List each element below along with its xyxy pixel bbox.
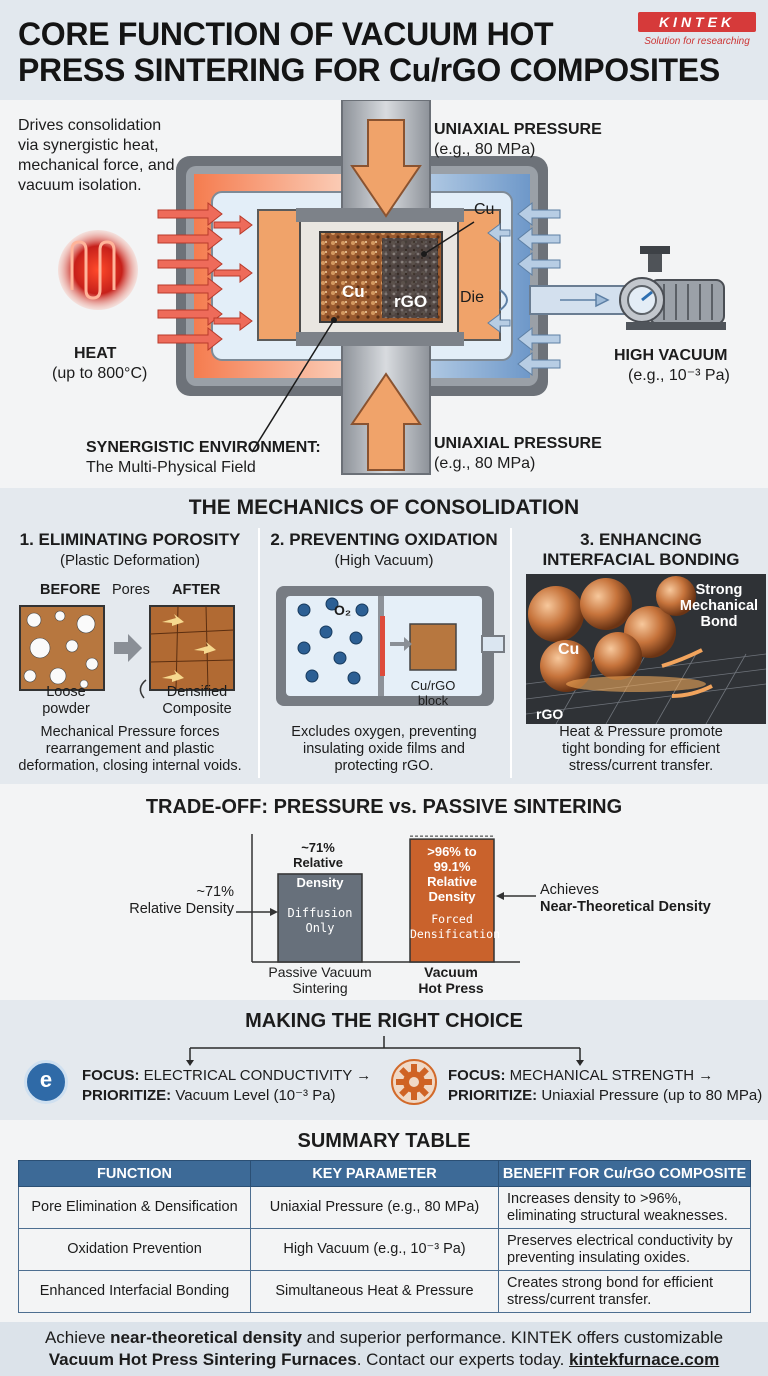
table-row: Oxidation Prevention High Vacuum (e.g., … <box>18 1228 751 1271</box>
sample-cu-label: Cu <box>342 282 365 301</box>
porosity-illustration <box>19 605 235 699</box>
oxidation-illustration <box>276 586 505 706</box>
porosity-description: Mechanical Pressure forces rearrangement… <box>18 724 242 774</box>
press-illustration <box>58 100 726 475</box>
column-header: BENEFIT FOR Cu/rGO COMPOSITE <box>498 1160 751 1187</box>
logo-tagline: Solution for researching <box>644 36 750 47</box>
left-note-arrowhead <box>270 908 278 916</box>
vacuum-pump-icon <box>619 246 726 330</box>
page-title: CORE FUNCTION OF VACUUM HOT PRESS SINTER… <box>18 16 720 88</box>
oxidation-panel: 2. PREVENTING OXIDATION (High Vacuum) O₂… <box>262 528 506 778</box>
tradeoff-title: TRADE-OFF: PRESSURE vs. PASSIVE SINTERIN… <box>145 796 623 818</box>
intro-text: Drives consolidation via synergistic hea… <box>18 117 175 194</box>
density-bar-chart <box>236 834 536 963</box>
sample-rgo-label: rGO <box>394 292 428 311</box>
right-note-arrowhead <box>496 892 504 900</box>
choice-section: MAKING THE RIGHT CHOICE e FOCUS: ELECTRI… <box>0 1000 768 1120</box>
bond-caption: Strong Mechanical Bond <box>679 582 759 630</box>
bar1-inside-label: Density Diffusion Only <box>287 875 353 935</box>
electrical-focus: FOCUS: ELECTRICAL CONDUCTIVITY → <box>82 1067 372 1084</box>
footer-cta: Achieve near-theoretical density and sup… <box>0 1322 768 1376</box>
right-density-note: Achieves Near-Theoretical Density <box>540 882 711 915</box>
table-cell: Pore Elimination & Densification <box>18 1186 251 1229</box>
left-density-note: ~71% Relative Density <box>129 884 234 917</box>
table-row: Pore Elimination & Densification Uniaxia… <box>18 1186 751 1229</box>
table-row: Enhanced Interfacial Bonding Simultaneou… <box>18 1270 751 1313</box>
bond-cu-label: Cu <box>558 641 580 658</box>
porosity-subtitle: (Plastic Deformation) <box>59 552 201 569</box>
table-cell: High Vacuum (e.g., 10⁻³ Pa) <box>250 1228 499 1271</box>
title-line-2: PRESS SINTERING FOR Cu/rGO COMPOSITES <box>18 52 720 88</box>
table-cell: Preserves electrical conductivity by pre… <box>498 1228 751 1271</box>
panel-divider <box>510 528 512 778</box>
table-header-row: FUNCTION KEY PARAMETER BENEFIT FOR Cu/rG… <box>18 1160 751 1187</box>
oxidation-subtitle: (High Vacuum) <box>334 552 434 569</box>
table-cell: Oxidation Prevention <box>18 1228 251 1271</box>
before-label: BEFORE <box>40 582 101 598</box>
summary-title: SUMMARY TABLE <box>297 1130 471 1152</box>
bonding-title: 3. ENHANCING INTERFACIAL BONDING <box>542 530 740 569</box>
pores-label: Pores <box>112 582 150 598</box>
choice-title: MAKING THE RIGHT CHOICE <box>245 1010 523 1032</box>
table-cell: Simultaneous Heat & Pressure <box>250 1270 499 1313</box>
bonding-description: Heat & Pressure promote tight bonding fo… <box>559 724 723 774</box>
die-label: Die <box>460 289 485 306</box>
choice-branch-lines <box>186 1036 584 1066</box>
environment-value: The Multi-Physical Field <box>86 459 256 476</box>
bar-1 <box>277 873 363 963</box>
environment-label: SYNERGISTIC ENVIRONMENT: <box>86 439 321 456</box>
bar1-category: Passive Vacuum Sintering <box>268 964 372 996</box>
bar-2 <box>409 838 495 963</box>
column-header: FUNCTION <box>18 1160 251 1187</box>
o2-label: O₂ <box>334 602 352 618</box>
bottom-pressure-value: (e.g., 80 MPa) <box>434 455 536 472</box>
table-cell: Creates strong bond for efficient stress… <box>498 1270 751 1313</box>
table-cell: Enhanced Interfacial Bonding <box>18 1270 251 1313</box>
cu-callout: Cu <box>474 201 495 218</box>
heat-label: HEAT <box>74 345 117 362</box>
bond-rgo-label: rGO <box>536 706 564 722</box>
footer-line-1: Achieve near-theoretical density and sup… <box>44 1328 724 1347</box>
footer-line-2: Vacuum Hot Press Sintering Furnaces. Con… <box>48 1350 720 1369</box>
loose-powder-caption: Loose powder <box>42 684 90 717</box>
electrical-icon: e <box>24 1060 68 1104</box>
heat-value: (up to 800°C) <box>52 365 148 382</box>
mechanical-focus: FOCUS: MECHANICAL STRENGTH → <box>448 1067 714 1084</box>
porosity-title: 1. ELIMINATING POROSITY <box>19 530 241 549</box>
electrical-priority: PRIORITIZE: Vacuum Level (10⁻³ Pa) <box>82 1087 336 1104</box>
top-pressure-label: UNIAXIAL PRESSURE <box>434 121 602 138</box>
bonding-panel: 3. ENHANCING INTERFACIAL BONDING <box>514 528 768 778</box>
bar1-top-label: ~71% Relative <box>293 840 343 870</box>
website-link[interactable]: kintekfurnace.com <box>569 1350 720 1369</box>
summary-table: FUNCTION KEY PARAMETER BENEFIT FOR Cu/rG… <box>18 1160 751 1313</box>
column-header: KEY PARAMETER <box>250 1160 499 1187</box>
table-cell: Increases density to >96%, eliminating s… <box>498 1186 751 1229</box>
heater-icon <box>58 230 138 310</box>
bonding-illustration <box>526 574 766 724</box>
vacuum-label: HIGH VACUUM <box>614 347 728 364</box>
press-diagram: Drives consolidation via synergistic hea… <box>0 100 768 486</box>
kintek-logo[interactable]: KINTEK <box>638 12 756 32</box>
mechanics-title: THE MECHANICS OF CONSOLIDATION <box>188 496 580 519</box>
bottom-pressure-label: UNIAXIAL PRESSURE <box>434 435 602 452</box>
panel-divider <box>258 528 260 778</box>
gear-icon <box>391 1059 437 1105</box>
porosity-panel: 1. ELIMINATING POROSITY (Plastic Deforma… <box>4 528 256 778</box>
block-label: Cu/rGO block <box>410 678 456 708</box>
after-label: AFTER <box>172 582 221 598</box>
summary-section: SUMMARY TABLE FUNCTION KEY PARAMETER BEN… <box>0 1120 768 1322</box>
bar2-category: Vacuum Hot Press <box>418 964 484 996</box>
title-line-1: CORE FUNCTION OF VACUUM HOT <box>18 16 554 52</box>
bar2-inside-label: >96% to 99.1% Relative Density Forced De… <box>410 844 501 941</box>
tradeoff-section: TRADE-OFF: PRESSURE vs. PASSIVE SINTERIN… <box>0 788 768 998</box>
mechanics-section: THE MECHANICS OF CONSOLIDATION 1. ELIMIN… <box>0 488 768 784</box>
oxidation-title: 2. PREVENTING OXIDATION <box>270 530 498 549</box>
header: CORE FUNCTION OF VACUUM HOT PRESS SINTER… <box>0 0 768 100</box>
densified-caption: Densified Composite <box>162 684 232 717</box>
top-pressure-value: (e.g., 80 MPa) <box>434 141 536 158</box>
vacuum-value: (e.g., 10⁻³ Pa) <box>628 367 730 384</box>
oxidation-description: Excludes oxygen, preventing insulating o… <box>291 724 477 774</box>
table-cell: Uniaxial Pressure (e.g., 80 MPa) <box>250 1186 499 1229</box>
mechanical-priority: PRIORITIZE: Uniaxial Pressure (up to 80 … <box>448 1087 763 1104</box>
